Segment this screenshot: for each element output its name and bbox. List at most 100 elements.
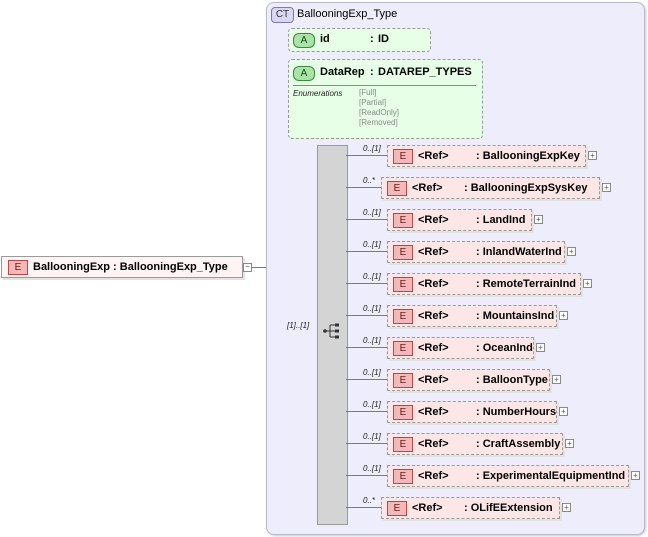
element-badge: E: [393, 437, 413, 452]
element-badge: E: [393, 149, 413, 164]
attribute-divider: [293, 85, 476, 86]
expand-toggle-icon[interactable]: +: [588, 151, 597, 160]
element-ref-label: <Ref>: [412, 502, 443, 514]
element-ref-box[interactable]: E<Ref>: LandInd: [387, 209, 532, 231]
element-badge: E: [387, 181, 407, 196]
enumeration-list: [Full] [Partial] [ReadOnly] [Removed]: [359, 88, 399, 128]
element-cardinality: 0..[1]: [363, 432, 381, 441]
expand-toggle-icon[interactable]: +: [565, 439, 574, 448]
expand-toggle-icon[interactable]: +: [602, 183, 611, 192]
complex-type-badge: CT: [271, 7, 294, 23]
enumeration-value: [Removed]: [359, 118, 398, 127]
root-connector: [250, 267, 278, 268]
element-connector: [346, 187, 381, 188]
element-type-name: : RemoteTerrainInd: [476, 278, 577, 290]
enumeration-value: [ReadOnly]: [359, 108, 400, 117]
element-type-name: : BallooningExpSysKey: [464, 182, 588, 194]
element-type-name: : OLifEExtension: [464, 502, 553, 514]
attribute-datarep[interactable]: A DataRep : DATAREP_TYPES Enumerations […: [288, 59, 483, 139]
element-connector: [346, 443, 387, 444]
expand-toggle-icon[interactable]: +: [562, 503, 571, 512]
element-ref-box[interactable]: E<Ref>: NumberHours: [387, 401, 557, 423]
element-type-name: : InlandWaterInd: [476, 246, 562, 258]
element-connector: [346, 315, 387, 316]
element-cardinality: 0..*: [363, 496, 376, 505]
enumeration-value: [Partial]: [359, 98, 387, 107]
element-cardinality: 0..[1]: [363, 464, 381, 473]
sequence-icon: [323, 323, 341, 339]
attribute-type: ID: [378, 33, 389, 45]
element-connector: [346, 219, 387, 220]
expand-toggle-icon[interactable]: +: [559, 311, 568, 320]
element-badge: E: [393, 405, 413, 420]
attribute-name: id: [320, 33, 330, 45]
sequence-compositor[interactable]: [317, 145, 348, 525]
sequence-cardinality: [1]..[1]: [287, 321, 310, 330]
element-type-name: : MountainsInd: [476, 310, 555, 322]
element-cardinality: 0..[1]: [363, 272, 381, 281]
root-element[interactable]: E BallooningExp : BallooningExp_Type: [1, 256, 243, 278]
element-ref-label: <Ref>: [418, 374, 449, 386]
element-badge: E: [8, 260, 28, 275]
attribute-separator: :: [370, 33, 374, 45]
element-ref-label: <Ref>: [418, 342, 449, 354]
attribute-name: DataRep: [320, 66, 365, 78]
enumerations-label: Enumerations: [293, 89, 343, 98]
element-type-name: : NumberHours: [476, 406, 557, 418]
element-ref-label: <Ref>: [412, 182, 443, 194]
element-ref-box[interactable]: E <Ref> : RemoteTerrainInd: [387, 273, 581, 295]
element-ref-box[interactable]: E<Ref>: BallooningExpKey: [387, 145, 586, 167]
element-connector: [346, 379, 387, 380]
element-ref-label: <Ref>: [418, 246, 449, 258]
expand-toggle-icon[interactable]: +: [536, 343, 545, 352]
expand-toggle-icon[interactable]: +: [559, 407, 568, 416]
expand-toggle-icon[interactable]: +: [534, 215, 543, 224]
element-type-name: : CraftAssembly: [476, 438, 561, 450]
element-ref-box[interactable]: E<Ref>: InlandWaterInd: [387, 241, 565, 263]
element-type-name: : LandInd: [476, 214, 526, 226]
element-ref-box[interactable]: E <Ref> : BalloonType: [387, 369, 550, 391]
element-ref-label: <Ref>: [418, 150, 449, 162]
attribute-id[interactable]: A id : ID: [288, 28, 431, 52]
attribute-badge: A: [293, 66, 315, 81]
element-cardinality: 0..[1]: [363, 368, 381, 377]
element-connector: [346, 155, 387, 156]
element-cardinality: 0..[1]: [363, 336, 381, 345]
root-element-label: BallooningExp : BallooningExp_Type: [33, 261, 228, 273]
element-ref-box[interactable]: E <Ref> : OLifEExtension: [381, 497, 560, 519]
element-cardinality: 0..[1]: [363, 304, 381, 313]
element-ref-box[interactable]: E<Ref>: OceanInd: [387, 337, 534, 359]
expand-toggle-icon[interactable]: +: [567, 247, 576, 256]
element-connector: [346, 251, 387, 252]
enumeration-value: [Full]: [359, 88, 377, 97]
element-badge: E: [393, 373, 413, 388]
expand-toggle-icon[interactable]: +: [552, 375, 561, 384]
attribute-badge: A: [293, 33, 315, 48]
element-ref-label: <Ref>: [418, 214, 449, 226]
element-connector: [346, 283, 387, 284]
element-ref-label: <Ref>: [418, 438, 449, 450]
element-badge: E: [393, 277, 413, 292]
element-connector: [346, 411, 387, 412]
element-ref-box[interactable]: E<Ref>: ExperimentalEquipmentInd: [387, 465, 629, 487]
collapse-toggle-icon[interactable]: −: [243, 263, 252, 272]
element-cardinality: 0..[1]: [363, 144, 381, 153]
element-connector: [346, 475, 387, 476]
element-cardinality: 0..[1]: [363, 400, 381, 409]
element-ref-box[interactable]: E <Ref> : CraftAssembly: [387, 433, 563, 455]
element-cardinality: 0..[1]: [363, 240, 381, 249]
attribute-separator: :: [370, 66, 374, 78]
element-type-name: : BalloonType: [476, 374, 548, 386]
element-ref-box[interactable]: E<Ref>: MountainsInd: [387, 305, 557, 327]
element-badge: E: [393, 469, 413, 484]
complex-type-title: BallooningExp_Type: [297, 8, 398, 20]
expand-toggle-icon[interactable]: +: [631, 471, 640, 480]
element-badge: E: [393, 309, 413, 324]
attribute-type: DATAREP_TYPES: [378, 66, 472, 78]
expand-toggle-icon[interactable]: +: [583, 279, 592, 288]
element-type-name: : OceanInd: [476, 342, 533, 354]
element-ref-label: <Ref>: [418, 278, 449, 290]
element-ref-box[interactable]: E <Ref> : BallooningExpSysKey: [381, 177, 600, 199]
element-badge: E: [387, 501, 407, 516]
element-cardinality: 0..[1]: [363, 208, 381, 217]
